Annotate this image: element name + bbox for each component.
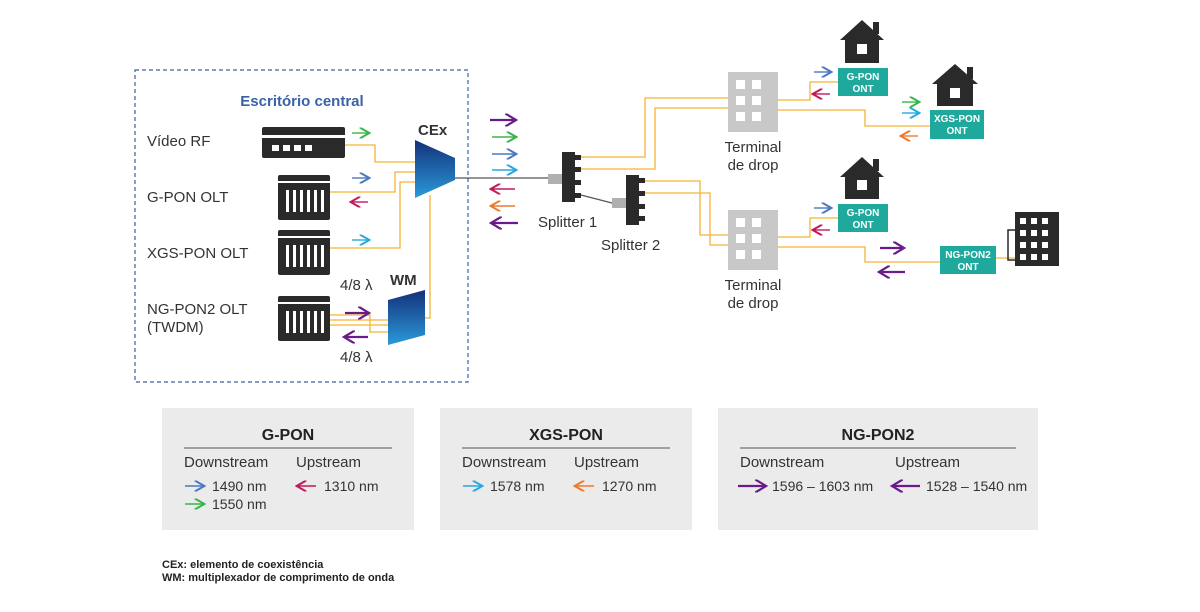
distribution-fibers [581,81,1015,263]
ngpon2-olt-label: NG-PON2 OLT [147,301,248,318]
building-icon [1007,212,1059,266]
legend-ngpon2-down1: 1596 – 1603 nm [772,478,873,494]
legend-ngpon2-up1: 1528 – 1540 nm [926,478,1027,494]
splitter-link [580,194,613,204]
central-office-title: Escritório central [240,93,363,110]
splitter-2 [612,175,645,225]
ont-xgspon-label-2: ONT [946,126,967,137]
house-icon [840,20,884,63]
ont-xgspon-label-1: XGS-PON [934,114,980,125]
legend-gpon-title: G-PON [262,427,314,444]
central-office-box [134,69,469,383]
splitter-1 [548,152,581,202]
splitter-2-label: Splitter 2 [601,237,660,254]
ngpon2-olt-device [278,296,330,341]
drop-terminal-2-label-2: de drop [728,295,779,312]
ont-xgspon: XGS-PON ONT [930,110,984,139]
legend-ngpon2-upstream: Upstream [895,454,960,471]
lambda-bottom-label: 4/8 λ [340,349,373,366]
house-icon [932,64,978,106]
legend-ngpon2: NG-PON2 Downstream Upstream 1596 – 1603 … [718,408,1038,530]
drop-terminal-1 [728,72,778,132]
ont-gpon-2: G-PON ONT [838,204,888,232]
drop-terminal-2 [728,210,778,270]
legend-gpon-down1: 1490 nm [212,478,266,494]
legend-gpon-downstream: Downstream [184,454,268,471]
legend-ngpon2-title: NG-PON2 [842,427,915,444]
footnote-wm: WM: multiplexador de comprimento de onda [162,572,395,584]
ont-gpon-1-label-2: ONT [852,84,873,95]
legend-xgspon-down1: 1578 nm [490,478,544,494]
ont-ngpon2-label-1: NG-PON2 [945,250,991,261]
cex-combiner [415,140,455,198]
ont-ngpon2-label-2: ONT [957,262,978,273]
video-rf-device [262,127,345,158]
legend-gpon-up1: 1310 nm [324,478,378,494]
legend-xgspon-downstream: Downstream [462,454,546,471]
cex-label: CEx [418,122,448,139]
legend-xgspon: XGS-PON Downstream Upstream 1578 nm 1270… [440,408,692,530]
ont-ngpon2: NG-PON2 ONT [940,246,996,274]
legend-xgspon-upstream: Upstream [574,454,639,471]
lambda-top-label: 4/8 λ [340,277,373,294]
ont-gpon-1: G-PON ONT [838,68,888,96]
gpon-olt-label: G-PON OLT [147,189,228,206]
xgspon-olt-device [278,230,330,275]
splitter-1-label: Splitter 1 [538,214,597,231]
ont-gpon-2-label-2: ONT [852,220,873,231]
ont-gpon-2-label-1: G-PON [847,208,880,219]
wm-label: WM [390,272,417,289]
legend-gpon-down2: 1550 nm [212,496,266,512]
gpon-olt-device [278,175,330,220]
drop-terminal-1-label-2: de drop [728,157,779,174]
video-rf-label: Vídeo RF [147,133,210,150]
house-icon [840,157,884,199]
footnote-cex: CEx: elemento de coexistência [162,559,324,571]
legend-xgspon-up1: 1270 nm [602,478,656,494]
ngpon2-olt-label-twdm: (TWDM) [147,319,204,336]
xgspon-olt-label: XGS-PON OLT [147,245,248,262]
legend-gpon-upstream: Upstream [296,454,361,471]
legend-ngpon2-downstream: Downstream [740,454,824,471]
drop-terminal-1-label-1: Terminal [725,139,782,156]
drop-terminal-2-label-1: Terminal [725,277,782,294]
wm-multiplexer [388,290,425,345]
legend-xgspon-title: XGS-PON [529,427,603,444]
ont-gpon-1-label-1: G-PON [847,72,880,83]
legend-gpon: G-PON Downstream Upstream 1490 nm 1550 n… [162,408,414,530]
